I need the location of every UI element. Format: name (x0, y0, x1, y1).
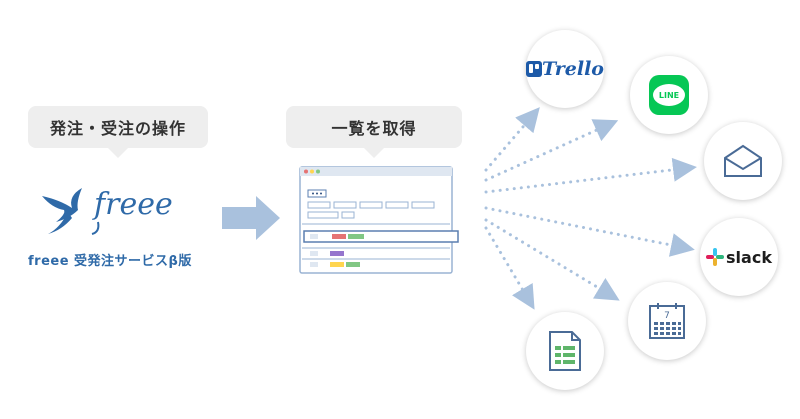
line-icon: LINE (649, 75, 689, 115)
mail-icon (724, 144, 762, 177)
line-label: LINE (658, 90, 680, 100)
trello-target: Trello (526, 30, 604, 108)
list-screen-illustration (299, 166, 459, 274)
calendar-target: 7 (628, 282, 706, 360)
operation-bubble: 発注・受注の操作 (28, 106, 208, 158)
trello-icon (526, 61, 543, 77)
flow-arrow (222, 196, 280, 240)
slack-target: slack (700, 218, 778, 296)
trello-label: Trello (542, 58, 604, 80)
spreadsheet-icon (549, 331, 581, 371)
spreadsheet-target (526, 312, 604, 390)
fetch-list-bubble: 一覧を取得 (286, 106, 462, 158)
ray-trello (484, 107, 540, 172)
mail-target (704, 122, 782, 200)
fetch-list-bubble-label: 一覧を取得 (331, 119, 417, 138)
calendar-day: 7 (664, 311, 670, 321)
operation-bubble-label: 発注・受注の操作 (49, 119, 186, 138)
ray-spreadsheet (484, 226, 535, 310)
slack-label: slack (726, 247, 772, 267)
ray-slack (484, 206, 695, 257)
ray-mail (484, 157, 697, 194)
freee-logo-text: freee (92, 187, 173, 222)
line-target: LINE (630, 56, 708, 134)
freee-logo: freee (42, 187, 173, 235)
slack-icon (706, 248, 725, 266)
distribution-rays (484, 107, 697, 310)
calendar-icon: 7 (649, 303, 685, 339)
swallow-icon (42, 188, 82, 234)
freee-caption: freee 受発注サービスβ版 (28, 254, 192, 269)
ray-line (484, 119, 619, 182)
